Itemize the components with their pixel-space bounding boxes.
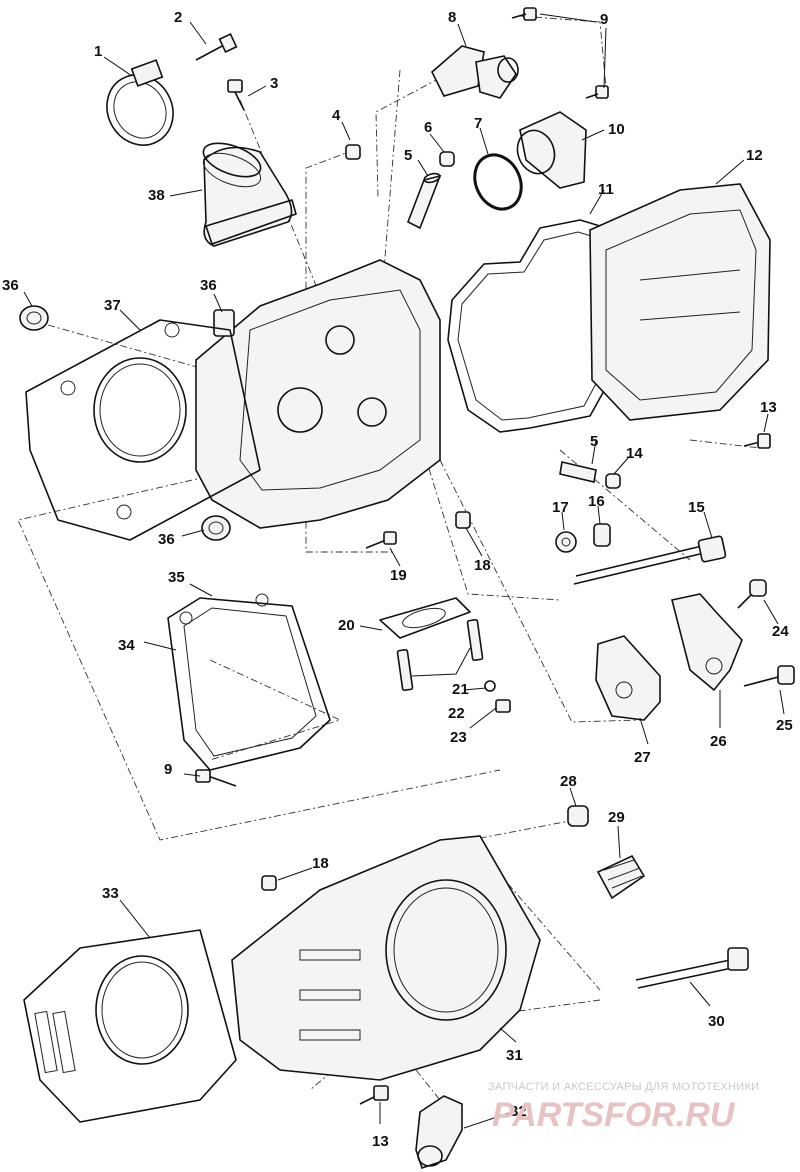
dowel-part-4 <box>345 144 361 160</box>
bracket-part-27 <box>595 635 661 721</box>
callout-3: 3 <box>270 75 278 92</box>
callout-5: 5 <box>590 433 598 450</box>
callout-34: 34 <box>118 637 135 654</box>
bolt-part-19 <box>365 531 397 549</box>
bracket-part-26 <box>671 593 743 692</box>
long-bolt-part-30 <box>635 947 749 989</box>
callout-29: 29 <box>608 809 625 826</box>
bolt-part-2 <box>195 33 238 61</box>
callout-14: 14 <box>626 445 643 462</box>
callout-13: 13 <box>372 1133 389 1150</box>
callout-20: 20 <box>338 617 355 634</box>
seal-part-16 <box>593 523 611 547</box>
callout-17: 17 <box>552 499 569 516</box>
callout-22: 22 <box>448 705 465 722</box>
elbow-fitting-part-32 <box>415 1095 463 1170</box>
washer-part-17 <box>555 531 577 553</box>
callout-13: 13 <box>760 399 777 416</box>
nut-part-23 <box>495 699 511 713</box>
callout-26: 26 <box>710 733 727 750</box>
callout-9: 9 <box>164 761 172 778</box>
callout-2: 2 <box>174 9 182 26</box>
watermark: ЗАПЧАСТИ И АКСЕССУАРЫ ДЛЯ МОТОТЕХНИКИ PA… <box>488 1081 759 1134</box>
callout-24: 24 <box>772 623 789 640</box>
callout-30: 30 <box>708 1013 725 1030</box>
callout-10: 10 <box>608 121 625 138</box>
callout-36: 36 <box>200 277 217 294</box>
callout-19: 19 <box>390 567 407 584</box>
dowel-part-18-lower <box>261 875 277 891</box>
cylinder-part-31 <box>231 835 541 1081</box>
bolt-part-24 <box>737 579 767 609</box>
callout-8: 8 <box>448 9 456 26</box>
cap-part-14 <box>605 473 621 489</box>
callout-25: 25 <box>776 717 793 734</box>
callout-28: 28 <box>560 773 577 790</box>
callout-9: 9 <box>600 11 608 28</box>
callout-7: 7 <box>474 115 482 132</box>
intake-boot-part-38 <box>202 142 297 247</box>
fitting-part-29 <box>596 854 646 900</box>
callout-5: 5 <box>404 147 412 164</box>
callout-36: 36 <box>2 277 19 294</box>
callout-31: 31 <box>506 1047 523 1064</box>
watermark-brand: PARTSFOR.RU <box>492 1096 736 1134</box>
callout-37: 37 <box>104 297 121 314</box>
dowel-part-28 <box>567 805 589 827</box>
dowel-part-18-upper <box>455 511 471 529</box>
cylinder-base-gasket-part-34 <box>167 593 331 771</box>
watermark-caption: ЗАПЧАСТИ И АКСЕССУАРЫ ДЛЯ МОТОТЕХНИКИ <box>488 1081 759 1093</box>
valve-cover-part-12 <box>589 183 771 421</box>
callout-6: 6 <box>424 119 432 136</box>
bolt-part-9-top <box>511 7 609 99</box>
callout-18: 18 <box>474 557 491 574</box>
callout-36: 36 <box>158 531 175 548</box>
clamp-part-1 <box>106 59 174 146</box>
stud-part-21 <box>396 618 484 692</box>
callout-16: 16 <box>588 493 605 510</box>
callout-27: 27 <box>634 749 651 766</box>
callout-4: 4 <box>332 107 341 124</box>
exhaust-gasket-part-20 <box>379 597 471 639</box>
callout-21: 21 <box>452 681 469 698</box>
callout-33: 33 <box>102 885 119 902</box>
callout-11: 11 <box>598 181 614 198</box>
bolt-part-13-upper <box>743 433 771 449</box>
valve-guide-part-5-lower <box>559 461 597 483</box>
callout-23: 23 <box>450 729 467 746</box>
callout-labels: 1 2 3 4 5 5 6 7 8 9 9 10 11 12 13 13 14 … <box>2 9 793 1150</box>
seal-part-36 <box>19 305 231 541</box>
bolt-part-13-lower <box>359 1085 389 1105</box>
bolt-part-9-lower <box>195 769 237 787</box>
head-gasket-part-37 <box>25 319 261 541</box>
callout-12: 12 <box>746 147 763 164</box>
valve-guide-part-5-upper <box>406 172 442 230</box>
leader-lines <box>23 13 785 1129</box>
callout-38: 38 <box>148 187 165 204</box>
seal-part-6 <box>439 151 455 167</box>
lockwasher-part-22 <box>484 680 496 692</box>
callout-1: 1 <box>94 43 102 60</box>
bolt-part-3 <box>227 79 245 111</box>
thermostat-housing-part-10 <box>516 111 587 189</box>
callout-18: 18 <box>312 855 329 872</box>
cylinder-head <box>195 259 441 529</box>
callout-15: 15 <box>688 499 705 516</box>
bolt-part-25 <box>743 665 795 687</box>
long-bolt-part-15 <box>573 535 727 585</box>
o-ring-part-7 <box>473 153 523 211</box>
callout-35: 35 <box>168 569 185 586</box>
callout-32: 32 <box>510 1103 527 1120</box>
base-gasket-part-33 <box>23 929 237 1123</box>
valve-cover-gasket-part-11 <box>447 219 611 433</box>
water-outlet-part-8 <box>431 45 519 99</box>
